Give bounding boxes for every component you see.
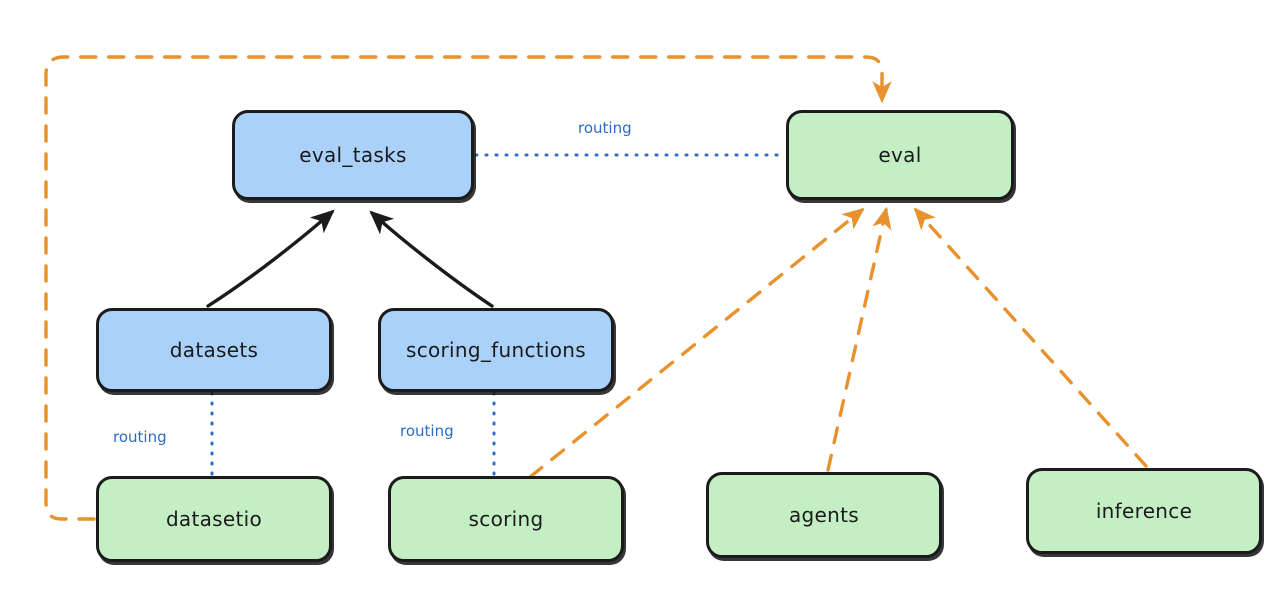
edge-datasets-to-eval-tasks xyxy=(206,209,335,308)
edge-inference-to-eval xyxy=(913,207,1148,468)
node-eval-tasks[interactable]: eval_tasks xyxy=(232,110,474,200)
node-label: eval xyxy=(878,143,922,167)
edge-agents-to-eval xyxy=(826,206,892,472)
node-datasetio[interactable]: datasetio xyxy=(96,476,332,562)
node-scoring[interactable]: scoring xyxy=(388,476,624,562)
node-label: scoring_functions xyxy=(405,338,587,362)
node-label: datasetio xyxy=(165,507,263,531)
node-agents[interactable]: agents xyxy=(706,472,942,558)
node-label: agents xyxy=(789,503,859,527)
node-label: inference xyxy=(1095,499,1193,523)
edge-scoring-functions-to-eval-tasks xyxy=(369,210,494,308)
edge-label-routing-top: routing xyxy=(578,119,632,137)
edge-label-routing-middle: routing xyxy=(400,422,454,440)
node-datasets[interactable]: datasets xyxy=(96,308,332,392)
edge-label-routing-left: routing xyxy=(113,428,167,446)
node-eval[interactable]: eval xyxy=(786,110,1014,200)
node-inference[interactable]: inference xyxy=(1026,468,1262,554)
node-label: eval_tasks xyxy=(299,143,407,167)
node-scoring-functions[interactable]: scoring_functions xyxy=(378,308,614,392)
node-label: scoring xyxy=(468,507,544,531)
node-label: datasets xyxy=(169,338,259,362)
